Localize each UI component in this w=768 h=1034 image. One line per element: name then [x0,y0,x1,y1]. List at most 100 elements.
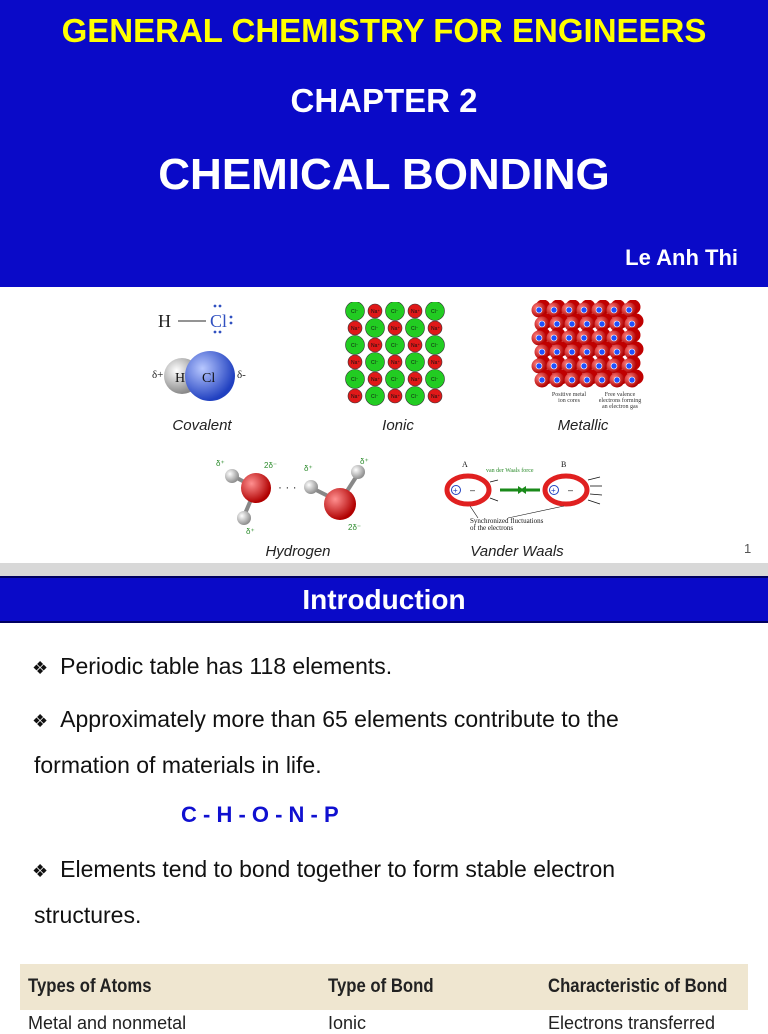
ion-label: Na⁺ [371,377,380,383]
sodium-ion [427,388,443,404]
sodium-ion [387,320,403,336]
chloride-ion [425,335,445,355]
sodium-ion [407,337,423,353]
electron-dot [565,334,573,342]
bullet-item: ❖Elements tend to bond together to form … [32,856,615,883]
section-header-bar [0,576,768,623]
electron-dot [613,348,621,356]
banner-underline [0,283,768,287]
electron-dot [565,306,573,314]
sodium-ion [347,388,363,404]
ion-label: Na⁺ [371,343,380,349]
electron-dot [550,334,558,342]
delta-plus-label: δ⁺ [304,464,313,473]
ion-label: Cl⁻ [371,394,379,400]
sodium-ion [407,371,423,387]
electron-dot [613,320,621,328]
electron-dot [613,376,621,384]
ion-label: Na⁺ [411,377,420,383]
ion-label: Na⁺ [411,309,420,315]
chloride-ion [345,302,365,321]
electron-dot [535,334,543,342]
chloride-ion [365,352,385,372]
chloride-ion [345,335,365,355]
chloride-ion [385,335,405,355]
electron-dot [553,348,561,356]
bullet-continuation: structures. [34,902,142,928]
covalent-caption: Covalent [172,417,232,434]
vdw-force-label: van der Waals force [486,467,534,474]
cl-lewis-symbol: Cl [210,311,227,331]
sodium-ion [347,320,363,336]
sodium-ion [387,388,403,404]
chapter-title: CHEMICAL BONDING [158,150,610,199]
electron-dot [583,348,591,356]
ion-label: Cl⁻ [351,377,359,383]
metallic-caption: Metallic [557,417,609,434]
ion-label: Na⁺ [351,394,360,400]
h-symbol: H [158,311,171,331]
electron-gas-label: Free valence electrons forming an electr… [598,392,642,410]
ion-label: Cl⁻ [391,309,399,315]
two-delta-minus-label: 2δ⁻ [348,523,361,532]
electron-dot [568,348,576,356]
electron-dot [625,306,633,314]
sodium-ion [367,337,383,353]
sodium-ion [427,320,443,336]
column-header-characteristic: Characteristic of Bond [548,976,728,997]
bullet-item: ❖Periodic table has 118 elements. [32,653,392,680]
chloride-ion [425,369,445,389]
element-formula: C - H - O - N - P [181,802,339,827]
ionic-caption: Ionic [382,417,414,434]
covalent-bond-figure: H Cl H Cl δ+ δ- [152,304,246,401]
svg-text:+: + [453,486,458,495]
electron-dot [625,362,633,370]
ion-label: Na⁺ [391,360,400,366]
electron-dot [610,334,618,342]
course-title: GENERAL CHEMISTRY FOR ENGINEERS [61,12,707,49]
ion-label: Na⁺ [431,394,440,400]
chloride-ion [365,386,385,406]
svg-text:+: + [551,486,556,495]
electron-dot [538,320,546,328]
cl-atom-label: Cl [202,371,215,386]
ion-label: Na⁺ [351,326,360,332]
two-delta-minus-label: 2δ⁻ [264,461,277,470]
sodium-ion [347,354,363,370]
chloride-ion [405,352,425,372]
delta-plus-label: δ+ [152,369,163,381]
electron-dot [595,334,603,342]
ionic-lattice-figure: Cl⁻Na⁺Cl⁻Na⁺Cl⁻Na⁺Cl⁻Na⁺Cl⁻Na⁺Cl⁻Na⁺Cl⁻N… [345,302,445,406]
chloride-ion [385,302,405,321]
h-atom-label: H [175,371,185,386]
ion-label: Na⁺ [411,343,420,349]
electron-dot [628,376,636,384]
hydrogen-caption: Hydrogen [265,543,331,560]
metallic-lattice-figure [531,300,644,388]
column-header-atoms: Types of Atoms [28,976,152,997]
sodium-ion [367,371,383,387]
ion-label: Na⁺ [431,360,440,366]
diamond-bullet-icon: ❖ [32,658,49,678]
ion-label: Cl⁻ [411,394,419,400]
sodium-ion [427,354,443,370]
vander-waals-caption: Vander Waals [470,543,564,560]
electron-dot [553,320,561,328]
column-header-bond: Type of Bond [328,976,434,997]
chloride-ion [385,369,405,389]
electron-dot [538,376,546,384]
electron-dot [598,348,606,356]
chloride-ion [425,302,445,321]
diamond-bullet-icon: ❖ [32,711,49,731]
bullet-item: ❖Approximately more than 65 elements con… [32,706,619,733]
delta-plus-label: δ⁺ [216,459,225,468]
atom-b-label: B [561,460,566,469]
electron-dot [580,362,588,370]
electron-dot [580,334,588,342]
electron-dot [580,306,588,314]
electron-dot [550,362,558,370]
ion-label: Cl⁻ [391,377,399,383]
electron-dot [565,362,573,370]
ion-label: Cl⁻ [391,343,399,349]
ion-label: Na⁺ [371,309,380,315]
